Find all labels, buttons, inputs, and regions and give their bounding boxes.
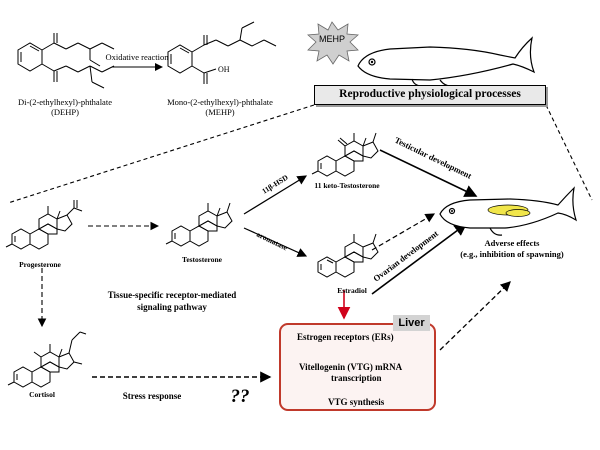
- arrow-keto-fish: [379, 149, 478, 197]
- progesterone-label: Progesterone: [19, 260, 61, 269]
- testosterone-label: Testosterone: [182, 255, 223, 264]
- fish-adverse-icon: [439, 186, 578, 236]
- dehp-name: Di-(2-ethylhexyl)-phthalate: [18, 97, 112, 107]
- adverse-effects-title: Adverse effects: [485, 238, 541, 248]
- estradiol-structure: [317, 233, 379, 278]
- ovarian-development-label: Ovarian development: [371, 228, 440, 283]
- mehp-burst-shape: [307, 21, 359, 65]
- estradiol-label: Estradiol: [337, 286, 367, 295]
- liver-step-estrogen-receptors: Estrogen receptors (ERs): [297, 332, 394, 342]
- mehp-name: Mono-(2-ethylhexyl)-phthalate: [167, 97, 273, 107]
- hsd-enzyme-label: 11β-HSD: [260, 172, 290, 195]
- pathway-label-line2: signaling pathway: [137, 302, 207, 312]
- arrow-testosterone-estradiol: [243, 227, 308, 257]
- unknown-mark: ??: [231, 386, 250, 407]
- testicular-development-label: Testicular development: [393, 135, 473, 181]
- arrow-testosterone-keto: [243, 175, 308, 215]
- keto-testosterone-label: 11 keto-Testosterone: [314, 181, 380, 190]
- dehp-structure: [17, 33, 115, 89]
- mehp-oh-label: OH: [218, 65, 230, 74]
- dashed-connector-left: [7, 104, 315, 204]
- fish-top-icon: [357, 36, 536, 87]
- arrow-estradiol-fish: [371, 213, 436, 251]
- arrow-liver-adverse: [439, 281, 511, 351]
- adverse-effects-detail: (e.g., inhibition of spawning): [460, 249, 564, 259]
- keto-testosterone-structure: [311, 132, 379, 177]
- liver-step-vtg-mrna: Vitellogenin (VTG) mRNA: [299, 362, 403, 372]
- aromatase-enzyme-label: aromatase: [255, 230, 289, 253]
- mehp-abbr: (MEHP): [205, 107, 234, 117]
- testosterone-structure: [165, 202, 233, 247]
- dashed-connector-right: [545, 104, 593, 201]
- arrow-ovarian-fish: [371, 223, 468, 295]
- cortisol-label: Cortisol: [29, 390, 55, 399]
- cortisol-structure: [7, 331, 87, 388]
- reaction-label: Oxidative reaction: [105, 52, 169, 62]
- dehp-abbr: (DEHP): [51, 107, 79, 117]
- liver-step-vtg-synthesis: VTG synthesis: [328, 397, 385, 407]
- pathway-label-line1: Tissue-specific receptor-mediated: [108, 290, 237, 300]
- mehp-structure: [167, 21, 277, 84]
- progesterone-structure: [5, 200, 83, 250]
- stress-response-label: Stress response: [123, 391, 181, 401]
- liver-tag: Liver: [393, 315, 430, 331]
- mehp-burst-label: MEHP: [318, 34, 345, 44]
- liver-box: [279, 323, 436, 411]
- liver-step-transcription: transcription: [331, 373, 382, 383]
- reproductive-processes-banner: Reproductive physiological processes: [314, 85, 546, 105]
